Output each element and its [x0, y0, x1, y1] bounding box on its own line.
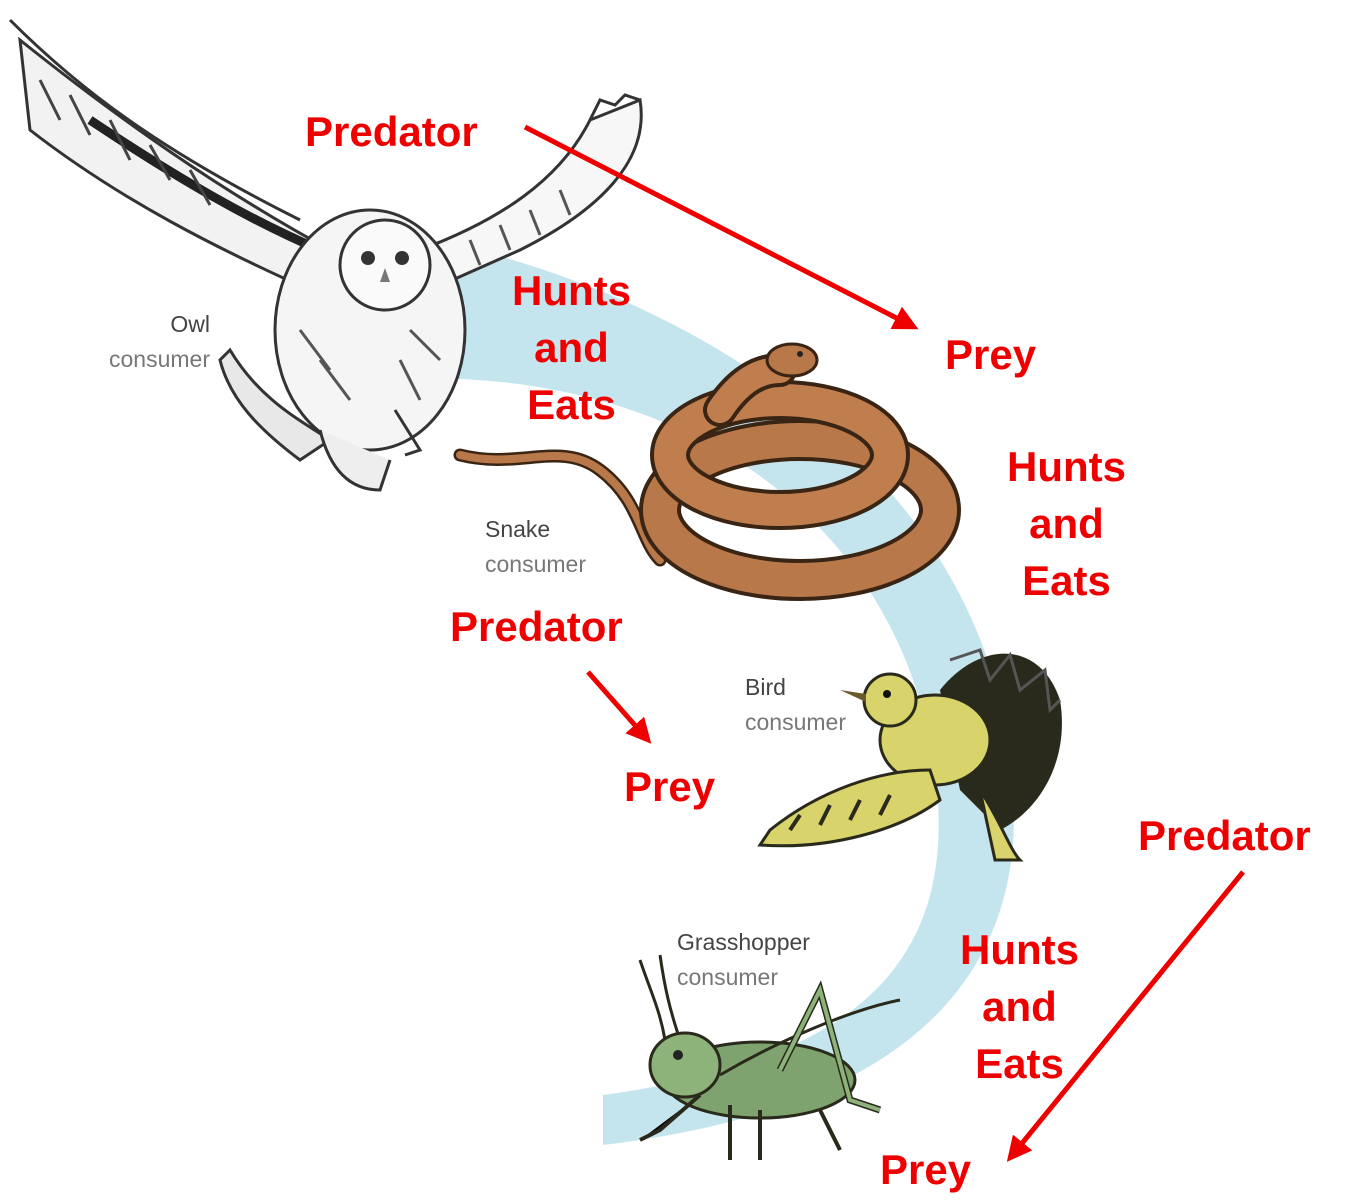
animal-name: Grasshopper — [677, 925, 810, 960]
hunts-and-eats-label: Hunts and Eats — [960, 921, 1079, 1092]
animal-name: Bird — [745, 670, 846, 705]
predator-label: Predator — [450, 598, 623, 655]
prey-label: Prey — [945, 326, 1036, 383]
animal-role: consumer — [745, 705, 846, 740]
animal-label-snake: Snake consumer — [485, 512, 586, 581]
animal-label-bird: Bird consumer — [745, 670, 846, 739]
animal-name: Snake — [485, 512, 586, 547]
animal-label-owl: Owl consumer — [109, 307, 210, 376]
animal-name: Owl — [109, 307, 210, 342]
animal-role: consumer — [677, 960, 810, 995]
hunts-and-eats-label: Hunts and Eats — [512, 262, 631, 433]
hunts-and-eats-label: Hunts and Eats — [1007, 438, 1126, 609]
animal-role: consumer — [109, 342, 210, 377]
animal-label-grasshopper: Grasshopper consumer — [677, 925, 810, 994]
predator-prey-arrow — [588, 672, 648, 740]
predator-label: Predator — [305, 103, 478, 160]
predator-label: Predator — [1138, 807, 1311, 864]
prey-label: Prey — [880, 1141, 971, 1198]
prey-label: Prey — [624, 758, 715, 815]
animal-role: consumer — [485, 547, 586, 582]
energy-flow-band — [380, 230, 1014, 1145]
